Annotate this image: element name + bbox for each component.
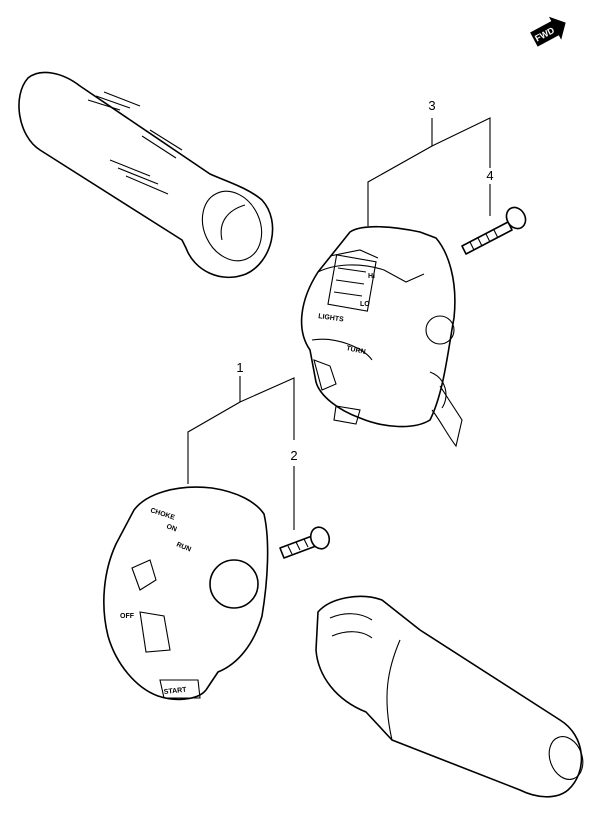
callout-2: 2 — [290, 448, 297, 463]
lights-label: LIGHTS — [318, 313, 345, 324]
right-handlebar-grip — [315, 595, 584, 798]
callout-leaders — [187, 117, 491, 530]
callout-1: 1 — [236, 360, 243, 375]
right-handlebar-switch: HI LO LIGHTS TURN — [300, 225, 463, 448]
callout-3: 3 — [428, 98, 435, 113]
off-label: OFF — [120, 613, 135, 620]
callout-4: 4 — [486, 168, 493, 183]
fwd-arrow-badge: FWD — [530, 16, 566, 47]
turn-label: TURN — [346, 345, 366, 356]
hi-label: HI — [368, 273, 375, 280]
on-label: ON — [165, 523, 177, 533]
screw-part-2 — [279, 526, 331, 559]
start-label: START — [163, 687, 187, 696]
fwd-arrow-icon — [530, 16, 566, 47]
lo-label: LO — [360, 301, 370, 308]
screw-part-4 — [461, 206, 527, 255]
left-handlebar-grip — [18, 71, 274, 279]
left-handlebar-switch: CHOKE ON OFF RUN START — [103, 486, 269, 701]
